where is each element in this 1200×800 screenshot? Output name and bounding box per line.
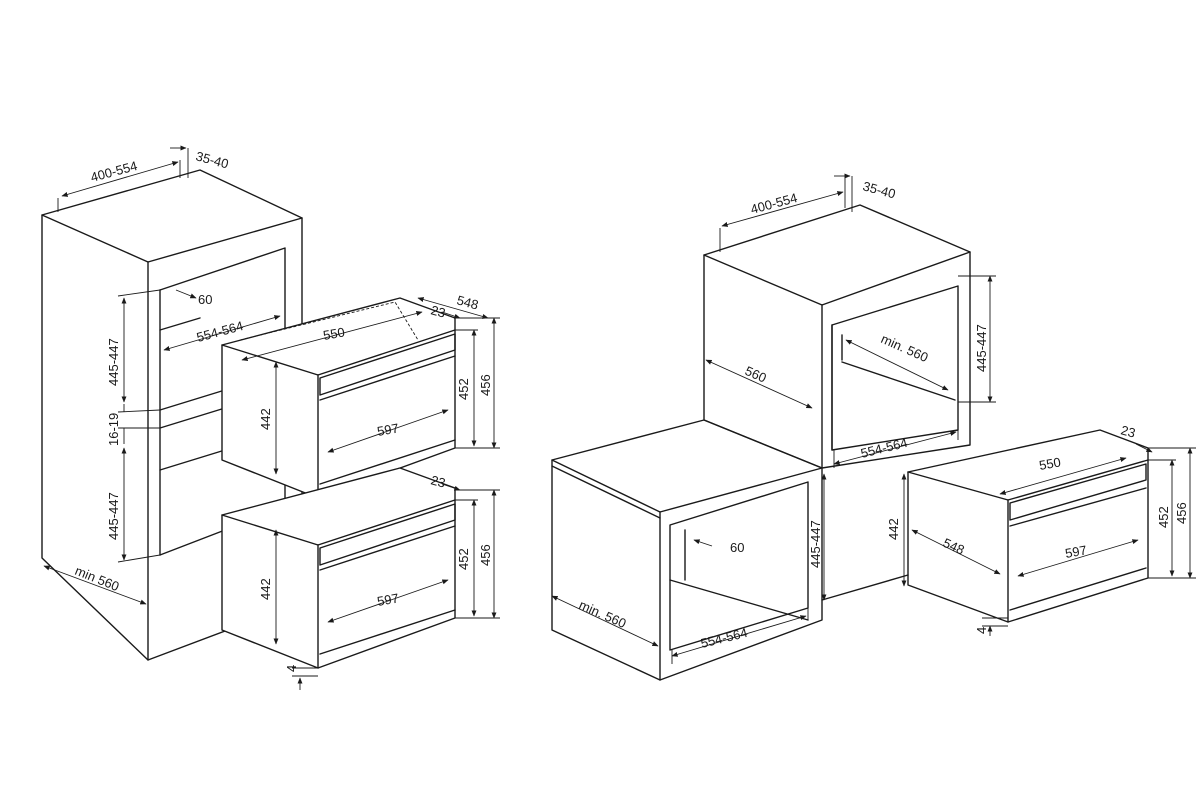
right-column-width-label: 400-554: [749, 190, 799, 217]
right-base-cabinet: [551, 419, 823, 681]
left-upper-oven-total-height-label: 456: [478, 374, 493, 396]
left-gap-height-label: 16-19: [106, 413, 121, 446]
left-lower-niche-height-label: 445-447: [106, 492, 121, 540]
right-oven-total-height-label: 456: [1174, 502, 1189, 524]
right-niche-height-label: 445-447: [974, 324, 989, 372]
left-lower-oven: [221, 467, 456, 669]
right-oven-front-width-label: 597: [1064, 542, 1088, 561]
left-dimensions: [43, 145, 500, 690]
right-base-niche-height-label: 445-447: [808, 520, 823, 568]
right-base-depth-label: min. 560: [577, 597, 629, 631]
left-upper-oven-top-width-label: 550: [322, 324, 346, 343]
right-oven-body-height-label: 442: [886, 518, 901, 540]
left-column-depth-label: min 560: [73, 563, 122, 594]
left-lower-oven-body-height-label: 442: [258, 578, 273, 600]
right-base-niche-width-label: 554-564: [699, 625, 749, 651]
left-lower-oven-total-height-label: 456: [478, 544, 493, 566]
right-dimensions: [551, 173, 1196, 664]
right-oven-offset-label: 23: [1119, 422, 1137, 440]
left-column-gap-label: 35-40: [194, 148, 230, 171]
left-lower-oven-front-height-label: 452: [456, 548, 471, 570]
right-oven-front-height-label: 452: [1156, 506, 1171, 528]
right-oven-top-width-label: 550: [1038, 454, 1062, 473]
left-lower-oven-bottom-gap-label: 4: [284, 665, 299, 672]
left-upper-oven-offset-label: 23: [429, 302, 447, 320]
left-lower-oven-offset-label: 23: [429, 472, 447, 490]
right-column-gap-label: 35-40: [861, 178, 897, 201]
left-upper-oven-body-height-label: 442: [258, 408, 273, 430]
right-cabinet-depth-label: 560: [743, 363, 769, 386]
left-upper-oven-front-height-label: 452: [456, 378, 471, 400]
right-niche-width-label: 554-564: [859, 435, 909, 461]
right-oven-bottom-gap-label: 4: [974, 627, 989, 634]
right-upper-cabinet: [703, 204, 971, 469]
left-upper-niche-height-label: 445-447: [106, 338, 121, 386]
left-upper-oven-front-width-label: 597: [376, 420, 400, 439]
left-upper-oven-depth-label: 548: [455, 292, 480, 312]
left-lower-oven-front-width-label: 597: [376, 590, 400, 609]
left-niche-inset-label: 60: [198, 292, 212, 307]
right-base-niche-inset-label: 60: [730, 540, 744, 555]
